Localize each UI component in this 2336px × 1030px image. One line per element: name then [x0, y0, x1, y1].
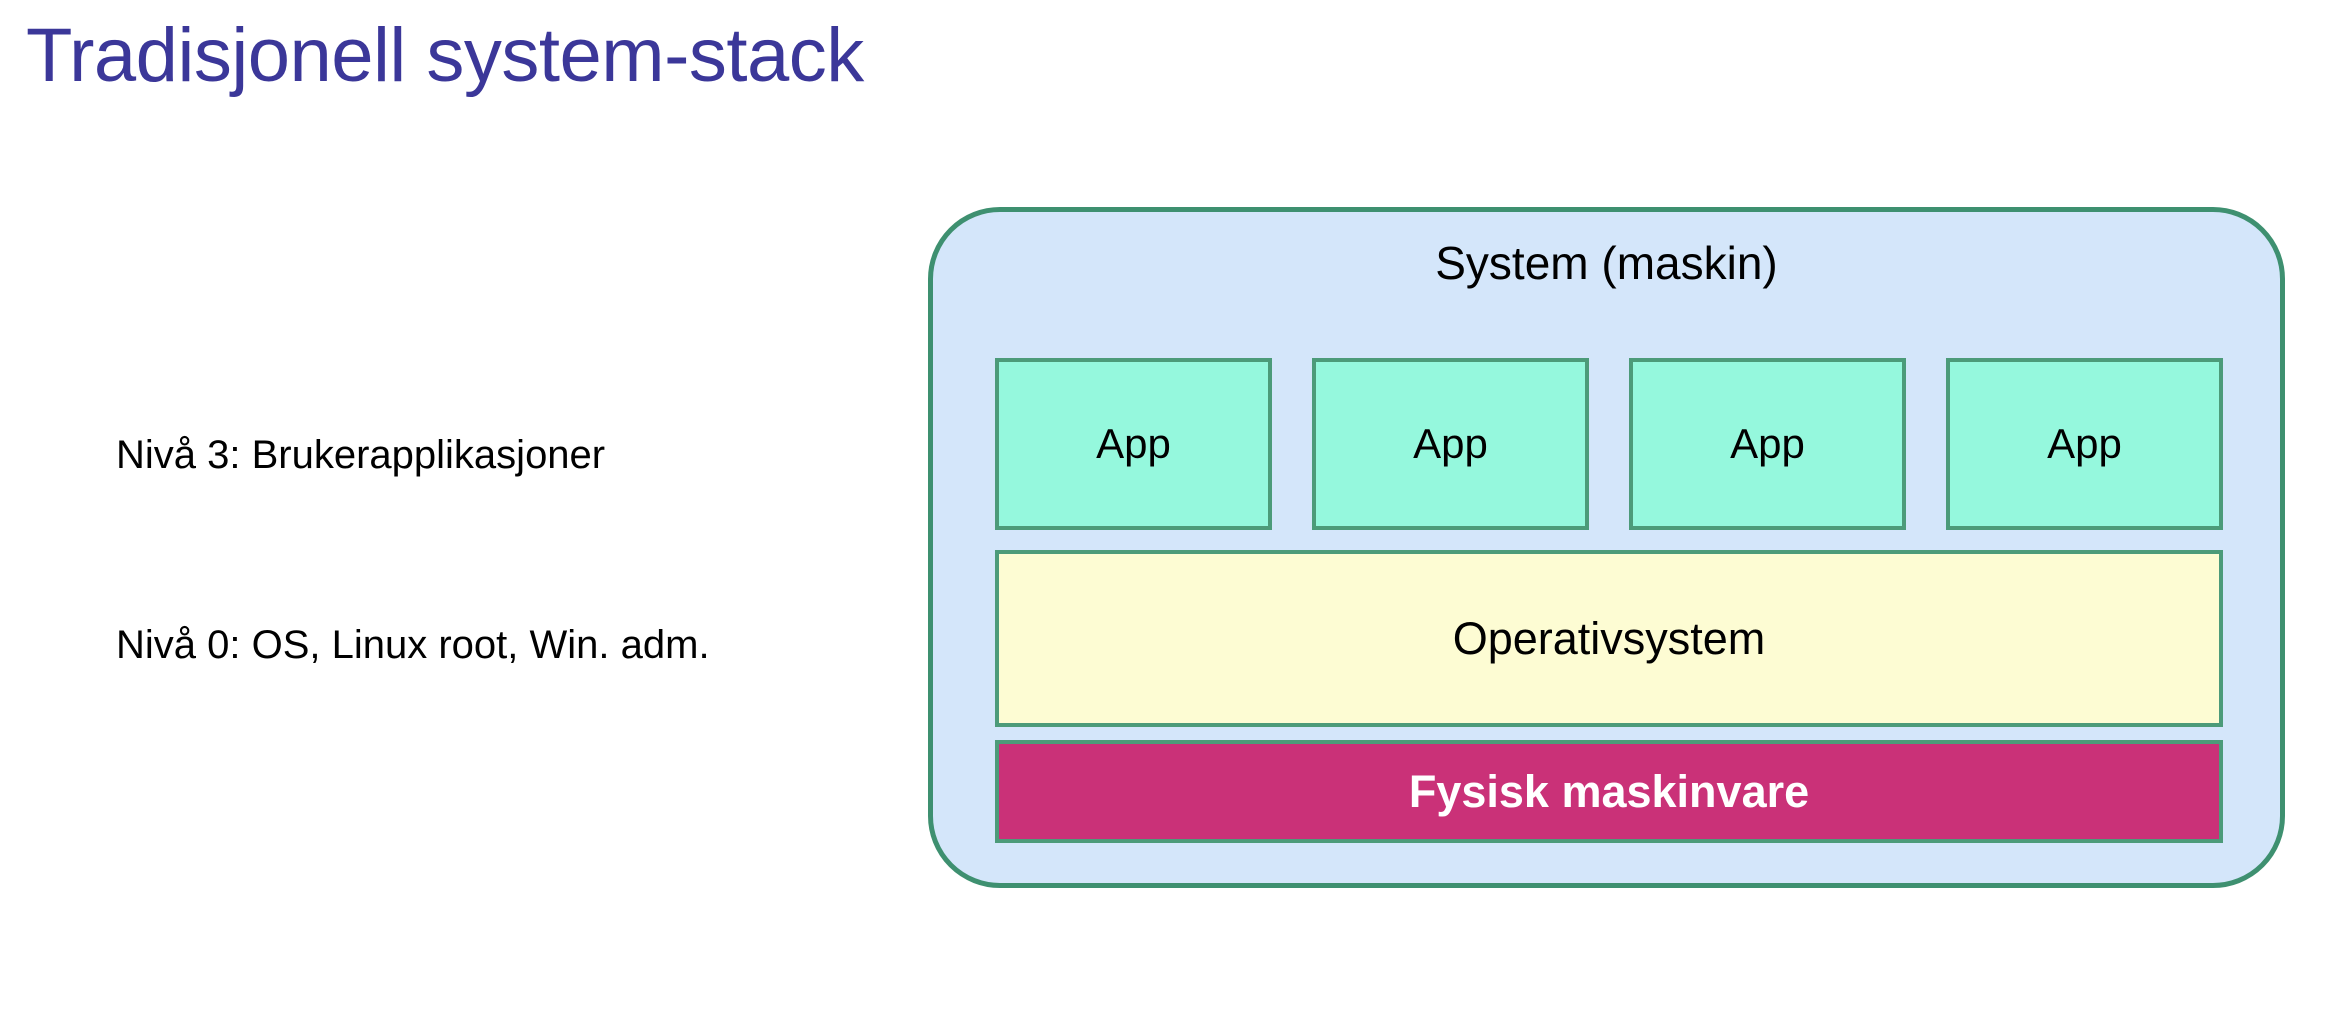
app-box: App [1629, 358, 1906, 530]
system-container: System (maskin) App App App App Operativ… [928, 207, 2285, 888]
app-box-label: App [1096, 420, 1171, 467]
app-box-label: App [1413, 420, 1488, 467]
level-label-nivaa-3: Nivå 3: Brukerapplikasjoner [116, 433, 606, 477]
system-container-title: System (maskin) [1435, 237, 1778, 289]
app-box: App [1312, 358, 1589, 530]
app-box: App [995, 358, 1272, 530]
physical-hardware-bar: Fysisk maskinvare [995, 740, 2223, 843]
operating-system-label: Operativsystem [1452, 613, 1766, 664]
page-title: Tradisjonell system-stack [26, 13, 864, 98]
app-row: App App App App [995, 358, 2223, 530]
app-box-label: App [1730, 420, 1805, 467]
operating-system-bar: Operativsystem [995, 550, 2223, 727]
app-box: App [1946, 358, 2223, 530]
level-label-nivaa-0: Nivå 0: OS, Linux root, Win. adm. [116, 623, 710, 667]
physical-hardware-label: Fysisk maskinvare [1408, 766, 1810, 817]
app-box-label: App [2047, 420, 2122, 467]
